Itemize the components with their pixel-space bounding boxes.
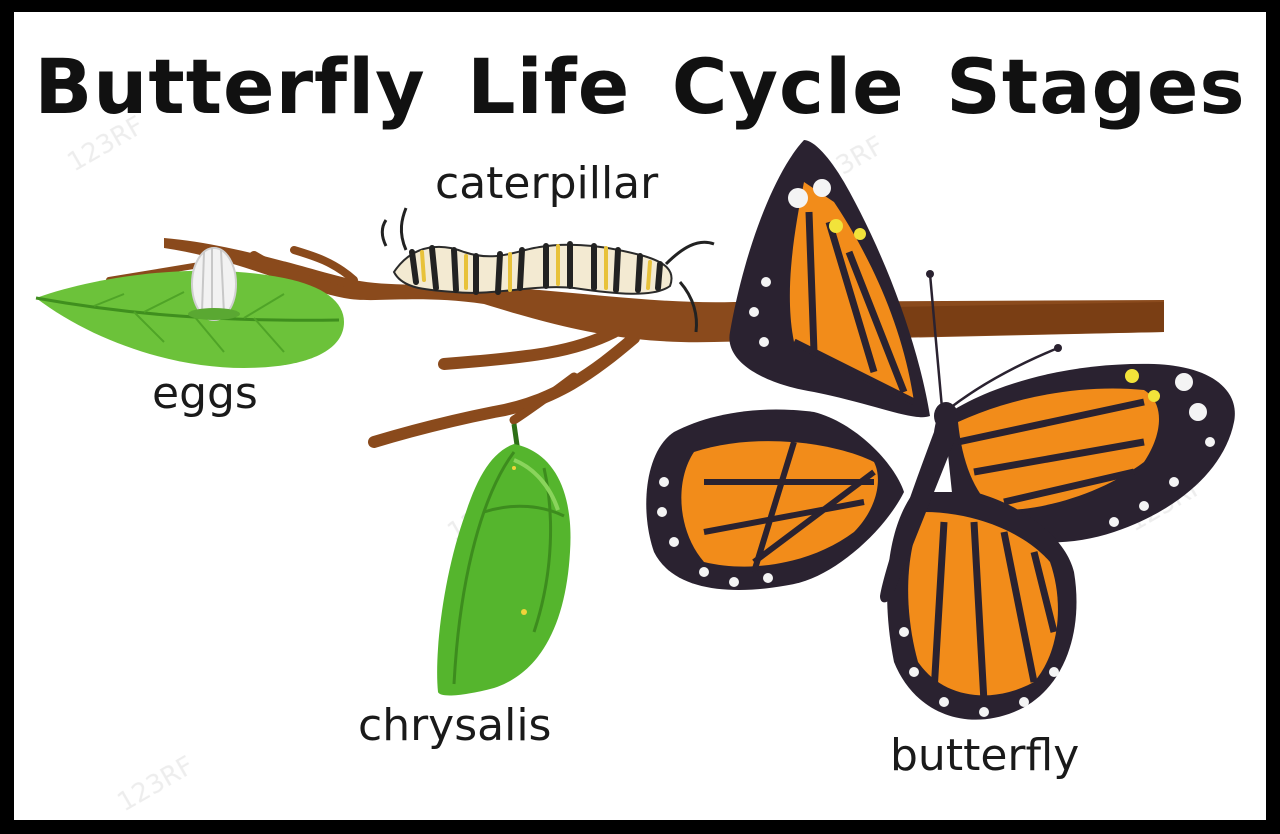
life-cycle-illustration: 123RF 123RF 123RF 123RF 123RF xyxy=(35,111,1235,818)
label-eggs: eggs xyxy=(152,368,258,419)
label-caterpillar: caterpillar xyxy=(435,158,659,209)
watermark-text-1: 123RF xyxy=(63,111,150,178)
diagram-title: Butterfly Life Cycle Stages xyxy=(34,42,1246,131)
chrysalis xyxy=(437,423,571,696)
watermark-text-5: 123RF xyxy=(113,751,200,818)
label-chrysalis: chrysalis xyxy=(358,700,552,751)
egg xyxy=(188,247,240,321)
label-butterfly: butterfly xyxy=(890,730,1080,781)
caterpillar xyxy=(380,207,715,333)
butterfly xyxy=(646,140,1235,720)
leaf xyxy=(35,270,344,368)
diagram-canvas: Butterfly Life Cycle Stages 123RF 123RF … xyxy=(14,12,1266,820)
